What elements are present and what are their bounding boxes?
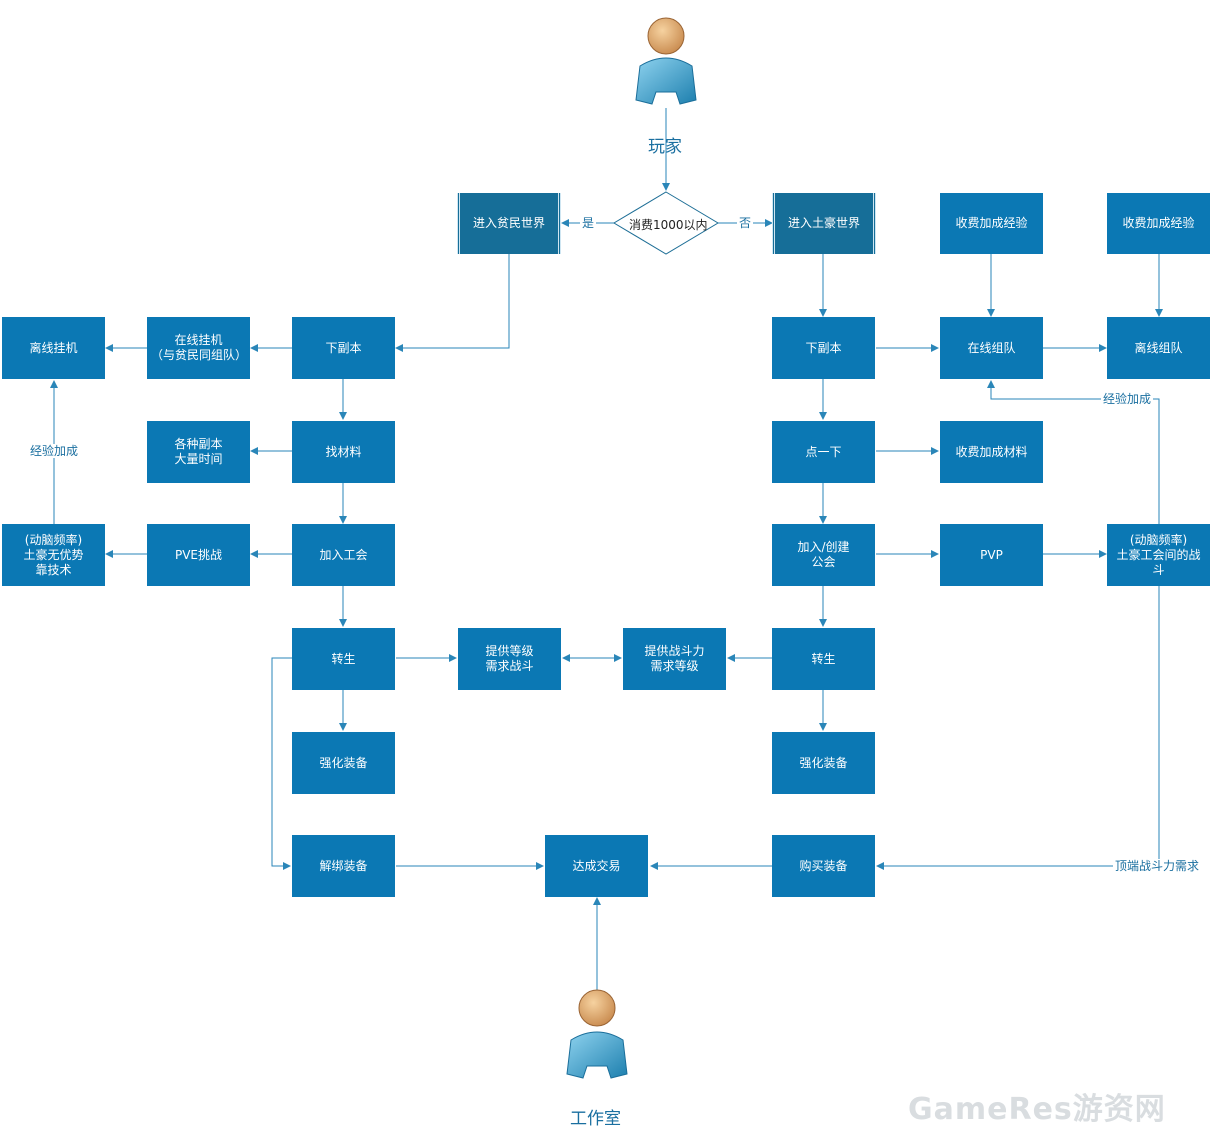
studio-figure (566, 989, 628, 1079)
poor-enhance-box: 强化装备 (292, 732, 395, 794)
poor-rebirth-box: 转生 (292, 628, 395, 690)
trade-box: 达成交易 (545, 835, 648, 897)
rich-top-power-label: 顶端战斗力需求 (1113, 859, 1202, 873)
rich-join-guild-box: 加入/创建 公会 (772, 524, 875, 586)
rich-provide-power-box: 提供战斗力 需求等级 (623, 628, 726, 690)
poor-dungeon-box: 下副本 (292, 317, 395, 379)
player-figure (635, 17, 697, 105)
decision-diamond (613, 191, 719, 255)
rich-exp-bonus-label: 经验加成 (1101, 392, 1154, 406)
poor-unbind-box: 解绑装备 (292, 835, 395, 897)
rich-click-box: 点一下 (772, 421, 875, 483)
rich-world-box: 进入土豪世界 (772, 193, 876, 254)
rich-online-team-box: 在线组队 (940, 317, 1043, 379)
poor-pve-box: PVE挑战 (147, 524, 250, 586)
rich-guild-war-box: (动脑频率) 土豪工会间的战斗 (1107, 524, 1210, 586)
rich-pvp-box: PVP (940, 524, 1043, 586)
decision-no-label: 否 (737, 216, 754, 230)
poor-provide-level-box: 提供等级 需求战斗 (458, 628, 561, 690)
poor-online-idle-box: 在线挂机 （与贫民同组队） (147, 317, 250, 379)
poor-offline-idle-box: 离线挂机 (2, 317, 105, 379)
rich-rebirth-box: 转生 (772, 628, 875, 690)
rich-buy-gear-box: 购买装备 (772, 835, 875, 897)
watermark: GameRes游资网 (908, 1092, 1166, 1127)
rich-enhance-box: 强化装备 (772, 732, 875, 794)
decision-yes-label: 是 (580, 216, 597, 230)
rich-paid-materials-box: 收费加成材料 (940, 421, 1043, 483)
poor-exp-bonus-label: 经验加成 (28, 444, 81, 458)
poor-find-materials-box: 找材料 (292, 421, 395, 483)
poor-world-box: 进入贫民世界 (457, 193, 561, 254)
poor-technique-box: (动脑频率) 土豪无优势 靠技术 (2, 524, 105, 586)
decision-text: 消费1000以内 (629, 218, 708, 232)
rich-paid-exp-box-2: 收费加成经验 (1107, 193, 1210, 254)
player-label: 玩家 (648, 137, 682, 157)
rich-paid-exp-box-1: 收费加成经验 (940, 193, 1043, 254)
studio-label: 工作室 (570, 1109, 621, 1129)
poor-dungeon-time-box: 各种副本 大量时间 (147, 421, 250, 483)
rich-offline-team-box: 离线组队 (1107, 317, 1210, 379)
rich-dungeon-box: 下副本 (772, 317, 875, 379)
poor-join-guild-box: 加入工会 (292, 524, 395, 586)
